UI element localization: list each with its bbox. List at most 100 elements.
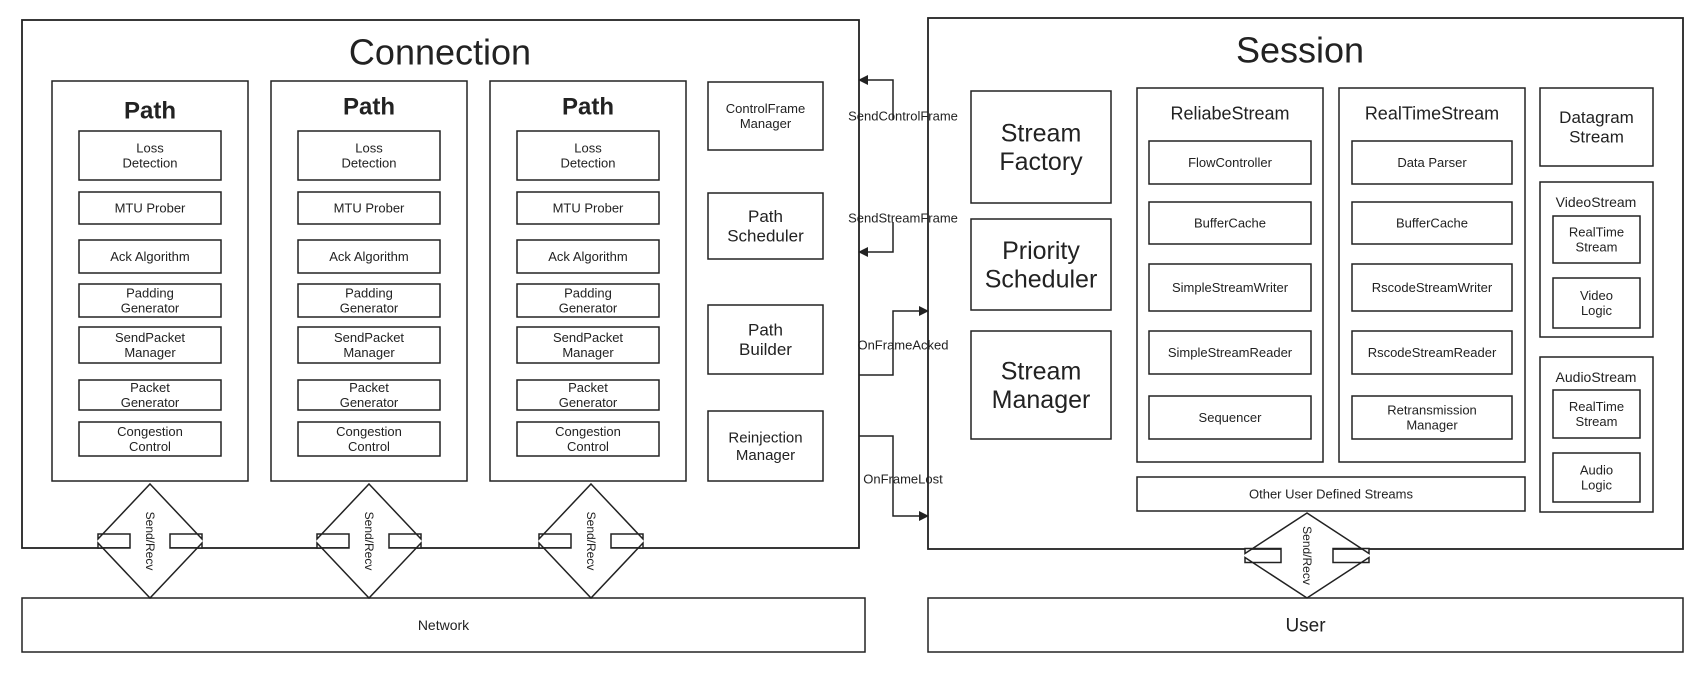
path-2-component-2-label: MTU Prober (334, 201, 405, 216)
path-1-component-1 (78, 130, 222, 181)
datagram-stream-box (1539, 87, 1654, 167)
realtime-stream-item-4-label: RscodeStreamReader (1368, 345, 1497, 360)
send-control-frame-arrow (858, 75, 894, 100)
reliable-stream-item-3 (1148, 263, 1312, 312)
path-2-component-3-label: Ack Algorithm (329, 249, 408, 264)
reliable-stream-item-2 (1148, 201, 1312, 245)
audio-stream-item-2 (1552, 452, 1641, 503)
connection-title: Connection (349, 32, 531, 73)
reliable-stream-item-5 (1148, 395, 1312, 440)
network-bar-label: Network (418, 617, 470, 633)
reliable-stream-item-5-label: Sequencer (1199, 410, 1263, 425)
on-frame-lost-label: OnFrameLost (863, 472, 943, 487)
connection-manager-2 (707, 192, 824, 260)
realtime-stream-item-3-label: RscodeStreamWriter (1372, 280, 1493, 295)
realtime-stream-item-2 (1351, 201, 1513, 245)
realtime-stream-item-1-label: Data Parser (1397, 155, 1467, 170)
path-2-component-4 (297, 283, 441, 318)
path-1-component-5 (78, 326, 222, 364)
video-stream-box (1539, 181, 1654, 338)
realtime-stream-item-4 (1351, 330, 1513, 375)
path-title-2: Path (343, 93, 395, 120)
session-title: Session (1236, 30, 1364, 71)
connection-manager-1 (707, 81, 824, 151)
path-3-component-2-label: MTU Prober (553, 201, 624, 216)
path-box-3 (489, 80, 687, 482)
path-1-component-7 (78, 421, 222, 457)
realtime-stream-box (1338, 87, 1526, 463)
on-frame-acked-label: OnFrameAcked (857, 338, 948, 353)
path-1-component-6 (78, 379, 222, 411)
session-send-recv-arrow-label: Send/Recv (1300, 526, 1314, 585)
path-3-component-3 (516, 239, 660, 274)
path-2-component-7 (297, 421, 441, 457)
path-2-component-6 (297, 379, 441, 411)
path-3-component-7 (516, 421, 660, 457)
path-3-component-4 (516, 283, 660, 318)
connection-manager-3 (707, 304, 824, 375)
user-bar-label: User (1285, 616, 1326, 637)
path-1-component-4 (78, 283, 222, 318)
other-user-streams-box-label: Other User Defined Streams (1249, 487, 1414, 502)
path-send-recv-arrow-2 (316, 482, 422, 600)
connection-manager-4 (707, 410, 824, 482)
session-send-recv-arrow (1244, 512, 1370, 599)
realtime-stream-item-5 (1351, 395, 1513, 440)
realtime-stream-title: RealTimeStream (1365, 103, 1499, 123)
session-block-2 (970, 218, 1112, 311)
reliable-stream-item-4 (1148, 330, 1312, 375)
path-2-component-5 (297, 326, 441, 364)
path-3-component-1 (516, 130, 660, 181)
reliable-stream-item-3-label: SimpleStreamWriter (1172, 280, 1289, 295)
path-3-component-5 (516, 326, 660, 364)
session-block-3 (970, 330, 1112, 440)
path-box-2 (270, 80, 468, 482)
video-stream-title: VideoStream (1556, 194, 1637, 210)
path-2-component-2 (297, 191, 441, 225)
path-box-1 (51, 80, 249, 482)
send-stream-frame-arrow (858, 222, 894, 257)
reliable-stream-item-2-label: BufferCache (1194, 216, 1266, 231)
path-1-component-2-label: MTU Prober (115, 201, 186, 216)
connection-container (21, 19, 860, 549)
realtime-stream-item-1 (1351, 140, 1513, 185)
path-title-1: Path (124, 97, 176, 124)
reliable-stream-title: ReliabeStream (1170, 103, 1289, 123)
path-2-component-1 (297, 130, 441, 181)
path-title-3: Path (562, 93, 614, 120)
audio-stream-title: AudioStream (1556, 369, 1637, 385)
realtime-stream-item-2-label: BufferCache (1396, 216, 1468, 231)
on-frame-acked-arrow (859, 306, 929, 376)
path-send-recv-arrow-1 (97, 482, 203, 600)
user-bar (927, 597, 1684, 653)
path-3-component-2 (516, 191, 660, 225)
session-block-1 (970, 90, 1112, 204)
path-send-recv-arrow-3 (538, 482, 644, 600)
path-1-component-3-label: Ack Algorithm (110, 249, 189, 264)
realtime-stream-item-3 (1351, 263, 1513, 312)
path-1-component-3 (78, 239, 222, 274)
path-send-recv-arrow-3-label: Send/Recv (584, 512, 598, 571)
